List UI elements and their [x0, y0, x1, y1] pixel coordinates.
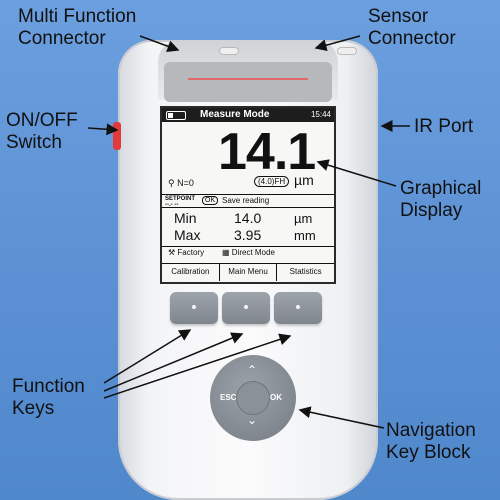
label-graphical-display: Graphical Display	[400, 178, 482, 221]
screen-time: 15:44	[310, 110, 331, 119]
multi-function-connector-port	[220, 48, 238, 54]
lcd-title-bar: Measure Mode 15:44	[162, 108, 334, 122]
factory-label: Factory	[177, 248, 205, 257]
label-multi-function-connector: Multi Function Connector	[18, 6, 137, 49]
stat-min-value: 14.0	[234, 210, 262, 226]
direct-mode-label: Direct Mode	[231, 248, 275, 257]
fh-indicator: (4.0)FH	[254, 176, 290, 187]
stat-max-unit: mm	[294, 228, 316, 243]
esc-key[interactable]: ESC	[220, 393, 237, 402]
direct-mode-indicator: ▦ Direct Mode	[222, 248, 275, 257]
softkey-statistics[interactable]: Statistics	[289, 267, 322, 276]
label-sensor-connector: Sensor Connector	[368, 6, 456, 49]
factory-indicator: ⚒ Factory	[168, 248, 205, 257]
nav-center-button[interactable]	[236, 381, 270, 415]
onoff-switch[interactable]	[113, 122, 121, 150]
ir-port-line	[188, 78, 308, 80]
ok-chip: OK	[202, 196, 219, 205]
divider	[162, 246, 334, 247]
label-function-keys: Function Keys	[12, 376, 85, 419]
label-navigation-key-block: Navigation Key Block	[386, 420, 476, 463]
stat-min-unit: µm	[294, 211, 313, 226]
function-key-1[interactable]	[170, 292, 218, 324]
softkey-main-menu[interactable]: Main Menu	[220, 264, 278, 281]
stat-max-label: Max	[174, 227, 201, 243]
mode-row: ⚒ Factory ▦ Direct Mode	[162, 248, 334, 260]
ir-port-window	[164, 62, 332, 102]
chevron-up-icon[interactable]: ⌃	[247, 363, 258, 377]
function-key-3[interactable]	[274, 292, 322, 324]
sensor-connector-port	[338, 48, 356, 54]
dot-icon	[296, 305, 300, 309]
screen-title: Measure Mode	[200, 109, 270, 120]
function-key-2[interactable]	[222, 292, 270, 324]
setpoint-label: SETPOINT	[165, 196, 196, 202]
count-text: N=0	[177, 178, 194, 188]
softkey-calibration[interactable]: Calibration	[162, 264, 220, 281]
setpoint-block: SETPOINT --.- --	[165, 196, 195, 208]
battery-icon	[166, 111, 186, 120]
setpoint-value: --.- --	[165, 202, 179, 208]
dot-icon	[192, 305, 196, 309]
ok-key[interactable]: OK	[270, 393, 282, 402]
graphical-display: Measure Mode 15:44 14.1 µm ⚲ N=0 (4.0)FH…	[160, 106, 336, 284]
reading-count: ⚲ N=0	[168, 178, 194, 188]
divider	[162, 207, 334, 208]
save-reading-text: Save reading	[222, 196, 270, 205]
dot-icon	[244, 305, 248, 309]
label-ir-port: IR Port	[414, 116, 474, 137]
navigation-key-block[interactable]: ⌃ ⌄ ESC OK	[210, 355, 296, 441]
reading-unit: µm	[294, 172, 314, 188]
chevron-down-icon[interactable]: ⌄	[247, 413, 258, 427]
softkey-bar: Calibration Main Menu Statistics	[162, 263, 334, 281]
stat-max-value: 3.95	[234, 227, 262, 243]
reading-value: 14.1	[218, 123, 316, 181]
label-onoff-switch: ON/OFF Switch	[6, 110, 78, 153]
stat-min-label: Min	[174, 210, 197, 226]
divider	[162, 194, 334, 195]
